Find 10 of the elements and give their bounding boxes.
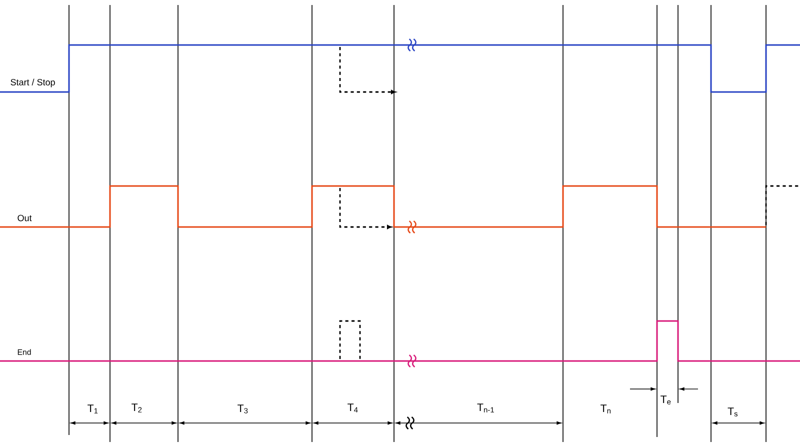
interval-label: T$_{n-1}$ — [477, 404, 494, 412]
signal-label: Out — [18, 214, 32, 222]
interval-label: T$_{e}$ — [660, 396, 671, 404]
interval-label: T$_{n}$ — [600, 404, 611, 414]
signal-label: Start / Stop — [10, 78, 55, 88]
interval-label: T$_{2}$ — [132, 404, 142, 412]
interval-label: T$_{1}$ — [88, 404, 98, 414]
interval-label: T$_{4}$ — [348, 404, 358, 412]
interval-label: T$_{3}$ — [238, 404, 248, 414]
interval-label: T$_{s}$ — [728, 408, 738, 416]
